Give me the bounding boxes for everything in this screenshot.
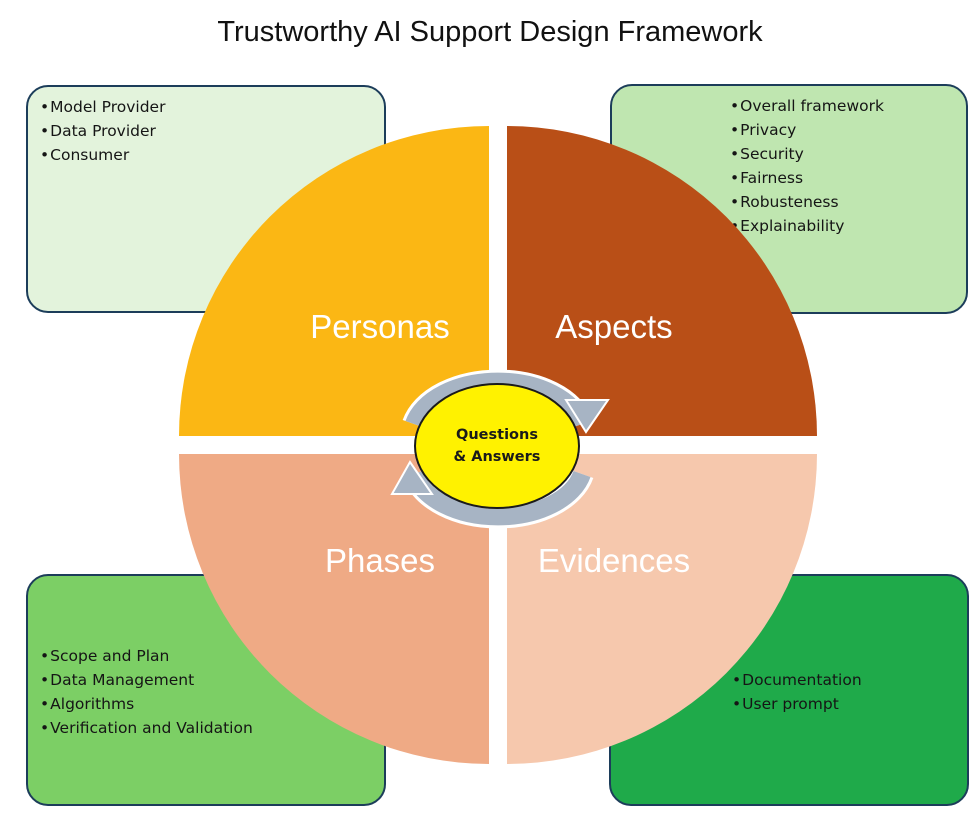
evidences-list: Documentation User prompt	[732, 668, 862, 716]
list-item: Algorithms	[40, 692, 253, 716]
aspects-quadrant	[507, 126, 817, 436]
list-item: Fairness	[730, 166, 884, 190]
list-item: Data Provider	[40, 119, 165, 143]
list-item: Data Management	[40, 668, 253, 692]
center-ellipse	[414, 383, 580, 509]
personas-label: Personas	[310, 308, 449, 345]
list-item: Verification and Validation	[40, 716, 253, 740]
list-item: Explainability	[730, 214, 884, 238]
phases-list: Scope and Plan Data Management Algorithm…	[40, 644, 253, 740]
diagram-title: Trustworthy AI Support Design Framework	[217, 16, 763, 48]
list-item: Privacy	[730, 118, 884, 142]
personas-quadrant	[179, 126, 489, 436]
list-item: Security	[730, 142, 884, 166]
list-item: Model Provider	[40, 95, 165, 119]
list-item: User prompt	[732, 692, 862, 716]
aspects-list: Overall framework Privacy Security Fairn…	[730, 94, 884, 238]
center-label-line2: & Answers	[454, 449, 541, 465]
evidences-quadrant	[507, 454, 817, 764]
cycle-arrow-bottom-icon	[390, 460, 594, 529]
evidences-label: Evidences	[538, 542, 690, 579]
center-label-line1: Questions	[456, 427, 538, 443]
cycle-arrow-top-icon	[402, 369, 610, 434]
list-item: Robusteness	[730, 190, 884, 214]
list-item: Consumer	[40, 143, 165, 167]
phases-quadrant	[179, 454, 489, 764]
aspects-label: Aspects	[555, 308, 672, 345]
list-item: Documentation	[732, 668, 862, 692]
phases-label: Phases	[325, 542, 435, 579]
personas-list: Model Provider Data Provider Consumer	[40, 95, 165, 167]
list-item: Scope and Plan	[40, 644, 253, 668]
list-item: Overall framework	[730, 94, 884, 118]
